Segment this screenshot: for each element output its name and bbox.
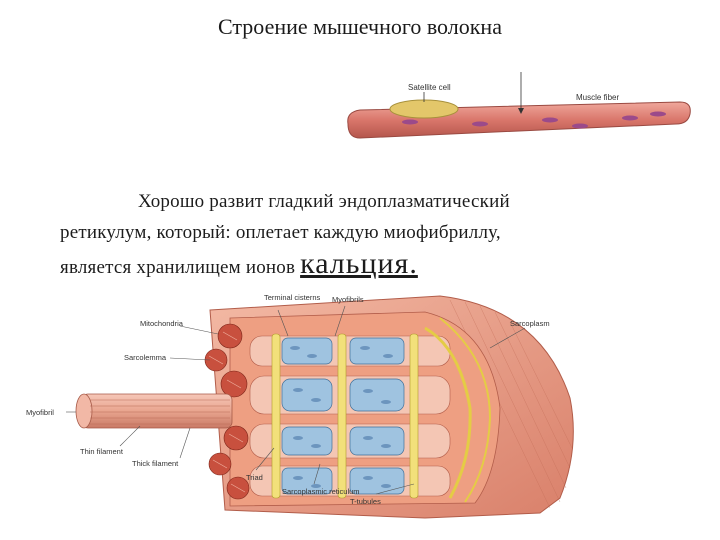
leader-t-tubules [375,483,415,495]
label-terminal-cisterns: Terminal cisterns [264,293,321,302]
satellite-cell-label: Satellite cell [408,83,451,92]
description-paragraph: Хорошо развит гладкий эндоплазматический… [60,186,700,283]
paragraph-line-2: ретикулум, который: оплетает каждую миоф… [60,222,501,243]
protruding-myofibril [81,393,233,429]
muscle-fiber-label: Muscle fiber [576,93,619,102]
label-sarcolemma: Sarcolemma [124,353,167,362]
t-tubules [271,333,419,499]
label-sarcoplasm: Sarcoplasm [510,319,550,328]
nucleus [622,115,638,121]
leader-triad [255,447,275,471]
leader-terminal-cisterns [277,309,289,337]
nucleus [402,119,418,125]
leader-myofibrils [334,305,346,337]
t-tubule-network [439,317,492,503]
paragraph-line-1: Хорошо развит гладкий эндоплазматический [138,191,510,212]
leader-thin-filament [119,425,141,447]
paragraph-line-3: является хранилищем ионов [60,257,296,278]
satellite-cell [389,99,459,119]
muscle-fiber-illustration: Satellite cell Muscle fiber [347,72,691,139]
myofibril-filaments [90,399,230,425]
label-triad: Triad [246,473,263,482]
arrow-head [518,108,524,114]
leader-thick-filament [179,427,191,459]
leader-sarcoplasm [489,327,526,349]
nucleus [542,117,558,123]
label-myofibril: Myofibril [26,408,54,417]
myofibril-end [75,393,93,429]
nucleus [650,111,666,117]
calcium-emphasis: кальция. [300,247,418,280]
page-title: Строение мышечного волокна [218,14,502,39]
nucleus [572,123,588,129]
t-tubule-network [424,326,472,499]
leader-sarcolemma [169,357,211,361]
label-myofibrils: Myofibrils [332,295,364,304]
leader-sarcoplasmic-reticulum [313,463,321,485]
nucleus [472,121,488,127]
sarcoplasmic-reticulum-segments [281,337,405,495]
label-sarcoplasmic-reticulum: Sarcoplasmic reticulum [282,487,360,496]
label-thin-filament: Thin filament [80,447,124,456]
label-thick-filament: Thick filament [132,459,179,468]
sr-texture [290,346,393,488]
label-mitochondria: Mitochondria [140,319,184,328]
label-t-tubules: T-tubules [350,497,381,506]
muscle-structure-illustration: Terminal cisterns Myofibrils Mitochondri… [26,293,574,519]
leader-mitochondria [179,325,219,335]
